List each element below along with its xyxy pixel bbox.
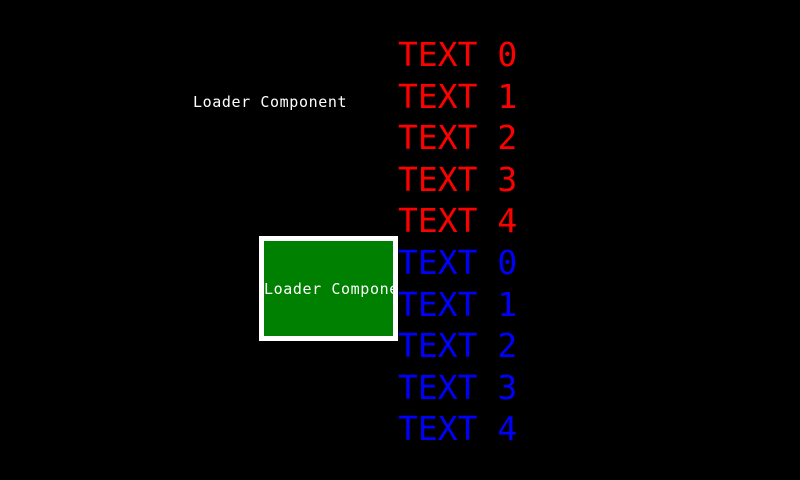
text-list-item: TEXT 2 bbox=[398, 118, 518, 158]
text-list-item: TEXT 1 bbox=[398, 76, 518, 116]
text-list-item: TEXT 4 bbox=[398, 201, 518, 241]
text-list: TEXT 0 TEXT 1 TEXT 2 TEXT 3 TEXT 4 TEXT … bbox=[398, 34, 598, 450]
loader-component-card[interactable]: Loader Component bbox=[259, 236, 398, 341]
text-list-item: TEXT 4 bbox=[398, 409, 518, 449]
text-list-item: TEXT 2 bbox=[398, 326, 518, 366]
text-list-item: TEXT 0 bbox=[398, 242, 518, 282]
loader-card-label: Loader Component bbox=[264, 279, 398, 298]
text-list-item: TEXT 3 bbox=[398, 367, 518, 407]
text-list-item: TEXT 1 bbox=[398, 284, 518, 324]
text-list-item: TEXT 0 bbox=[398, 35, 518, 74]
text-list-item: TEXT 3 bbox=[398, 159, 518, 199]
background-loader-label: Loader Component bbox=[193, 93, 348, 111]
